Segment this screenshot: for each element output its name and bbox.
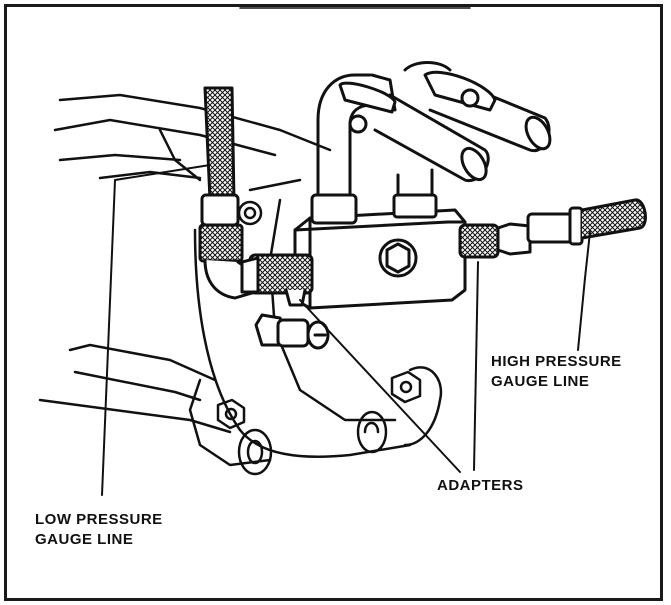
flange-bolt-left: [216, 398, 246, 430]
hose-right: [403, 61, 552, 153]
mounting-flange: [193, 178, 443, 476]
high-pressure-gauge-line-label: HIGH PRESSURE GAUGE LINE: [491, 353, 622, 390]
hose-left: [338, 73, 490, 183]
flange-bolt-right: [390, 370, 422, 404]
low-pressure-line: [198, 86, 314, 300]
low-pressure-gauge-line-label: LOW PRESSURE GAUGE LINE: [35, 511, 163, 548]
pump-housing: [38, 93, 397, 467]
flange-bolt-upper: [237, 200, 263, 226]
adapters-label: ADAPTERS: [437, 477, 524, 494]
adapter-block: [293, 208, 467, 310]
leader-lines: [101, 164, 591, 496]
lower-fittings: [254, 288, 330, 350]
high-pressure-line: [458, 198, 647, 259]
diagram-frame: [4, 4, 663, 601]
